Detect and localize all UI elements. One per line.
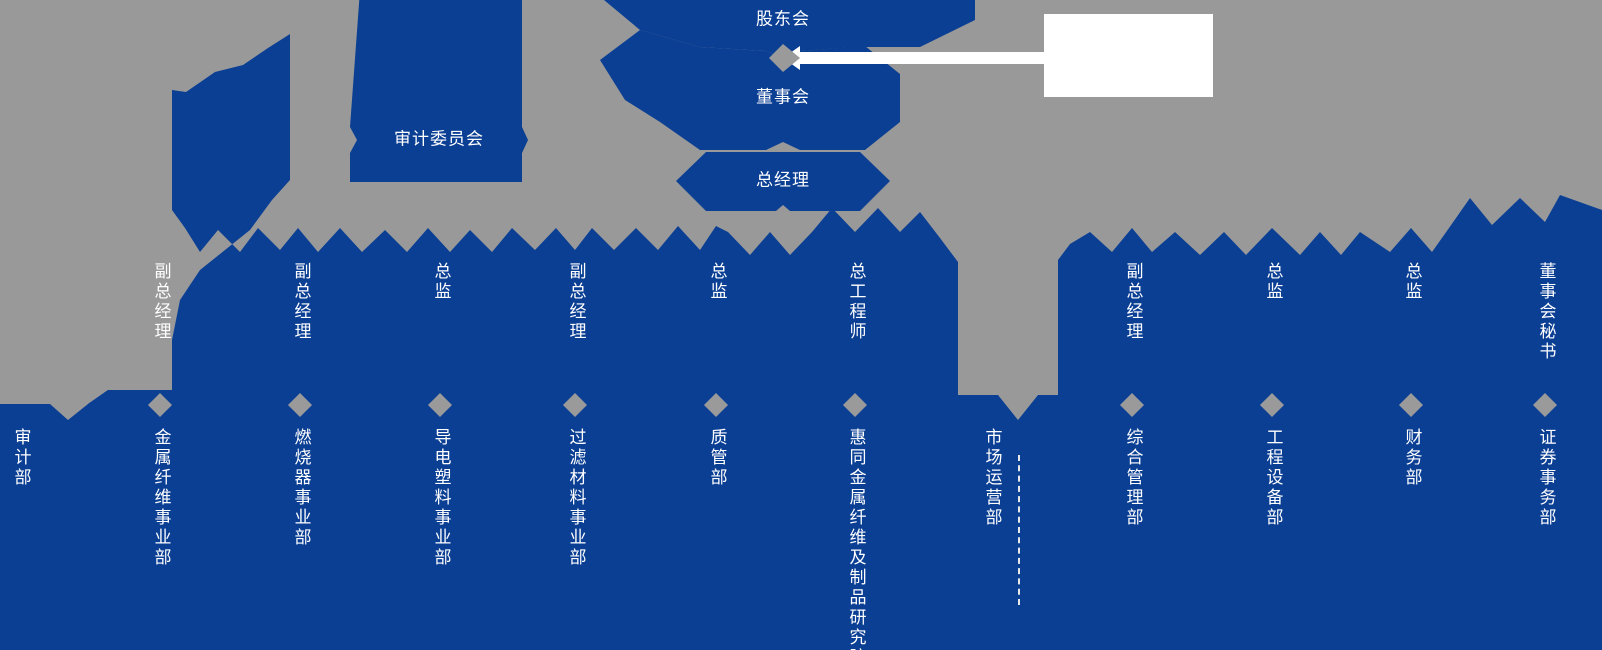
board-connector-arrowhead bbox=[769, 44, 800, 72]
shareholders-shape bbox=[604, 0, 975, 58]
org-band-shape bbox=[0, 34, 1602, 650]
board-callout-box[interactable] bbox=[1044, 14, 1213, 97]
board-callout-connector bbox=[783, 46, 1046, 70]
market-ops-dashed-divider bbox=[1018, 455, 1020, 605]
audit-committee-shape bbox=[350, 0, 528, 182]
general-manager-shape bbox=[676, 152, 890, 211]
